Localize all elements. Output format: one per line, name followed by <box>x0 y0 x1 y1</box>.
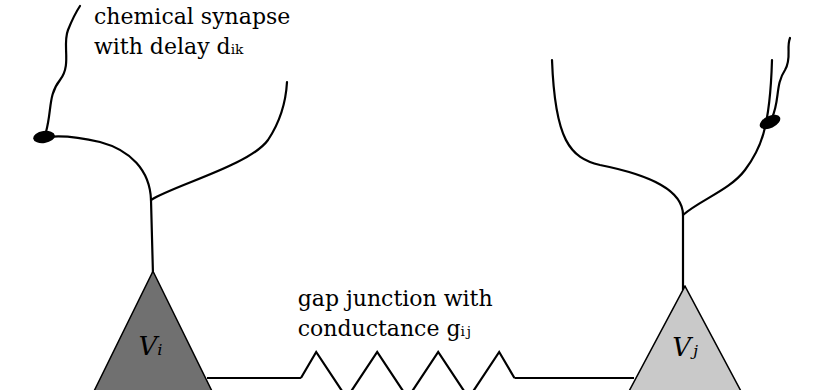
triangle-shape <box>93 270 213 390</box>
axon <box>46 6 80 132</box>
dendrite <box>683 60 772 215</box>
gap-junction-label: gap junction with conductance gᵢⱼ <box>296 284 540 344</box>
dendrite <box>552 60 683 290</box>
dendrite <box>40 136 153 275</box>
dendrite <box>151 82 287 200</box>
neuron-soma: Vⱼ <box>628 285 742 390</box>
voltage-label: Vᵢ <box>139 331 163 361</box>
neuron-soma: Vᵢ <box>93 270 213 390</box>
voltage-label: Vⱼ <box>672 332 698 362</box>
resistor-connector <box>207 352 634 390</box>
synapse-label: chemical synapse with delay dᵢₖ <box>92 2 296 62</box>
synapse-bouton <box>757 112 782 132</box>
synapse-bouton <box>32 130 55 145</box>
axon <box>772 38 790 118</box>
